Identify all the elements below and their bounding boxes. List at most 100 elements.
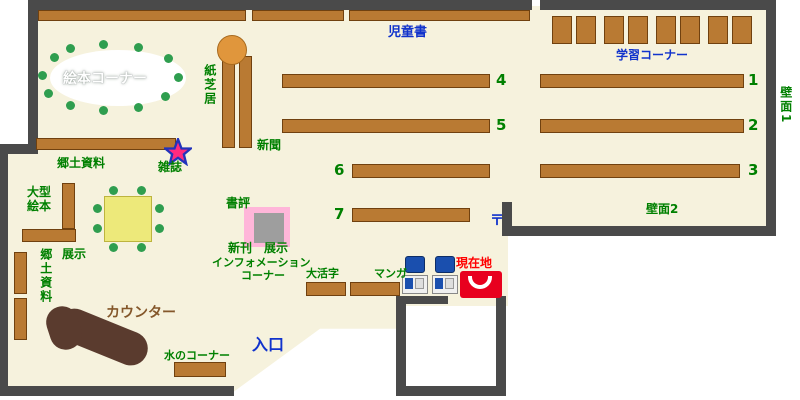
chair-dot — [137, 186, 146, 195]
chair-dot — [99, 106, 108, 115]
label-exhibit: 展示 — [62, 247, 87, 261]
bookshelf-top-3 — [349, 10, 530, 21]
water-corner-shelf — [174, 362, 226, 377]
opac-screen — [405, 256, 425, 273]
bookshelf-6 — [352, 164, 490, 178]
shelf-number-1: 1 — [748, 71, 759, 89]
kamishibai-shelf-1 — [222, 56, 235, 148]
label-book-review: 書評 — [226, 196, 251, 210]
local-materials-shelf-1 — [14, 252, 27, 294]
shelf-number-6: 6 — [334, 161, 345, 179]
chair-dot — [174, 73, 183, 82]
chair-dot — [155, 224, 164, 233]
wall-bottom-left — [0, 386, 234, 396]
opac-body — [402, 275, 428, 294]
wall-stair-left — [396, 300, 406, 396]
chair-dot — [66, 44, 75, 53]
study-desk — [576, 16, 596, 44]
label-local-materials-left: 郷土資料 — [38, 248, 53, 304]
study-desk — [604, 16, 624, 44]
manga-shelf — [350, 282, 400, 296]
opac-body — [432, 275, 458, 294]
chair-dot — [137, 243, 146, 252]
label-information-line1: インフォメーション — [212, 256, 311, 269]
wall-stair-right — [496, 296, 506, 396]
study-desk — [628, 16, 648, 44]
chair-dot — [109, 243, 118, 252]
wall-left-lower — [0, 144, 8, 396]
study-desk — [552, 16, 572, 44]
shelf-number-5: 5 — [496, 116, 507, 134]
shelf-number-4: 4 — [496, 71, 507, 89]
label-wall2: 壁面2 — [646, 202, 679, 216]
chair-dot — [38, 71, 47, 80]
wall-stair-bottom — [396, 386, 506, 396]
bookshelf-4 — [282, 74, 490, 88]
chair-dot — [50, 53, 59, 62]
current-location-marker — [460, 271, 502, 298]
chair-dot — [134, 103, 143, 112]
label-picture-book-corner: 絵本コーナー — [63, 71, 147, 87]
large-picture-book-shelf-vertical — [62, 183, 75, 229]
wall-hekimen2 — [506, 226, 774, 236]
label-kamishibai: 紙芝居 — [202, 64, 217, 106]
label-information-line2: コーナー — [241, 269, 285, 282]
label-manga: マンガ — [374, 267, 407, 280]
shelf-number-7: 7 — [334, 205, 345, 223]
bookshelf-1 — [540, 74, 744, 88]
label-children-books: 児童書 — [388, 25, 428, 40]
bookshelf-5 — [282, 119, 490, 133]
local-materials-shelf-2 — [14, 298, 27, 340]
label-local-materials-top: 郷土資料 — [57, 156, 106, 170]
label-study-corner: 学習コーナー — [616, 48, 689, 62]
wall-left-upper — [28, 0, 38, 150]
opac-screen — [435, 256, 455, 273]
label-counter: カウンター — [106, 305, 176, 321]
opac-terminal — [432, 256, 458, 296]
chair-dot — [164, 54, 173, 63]
bookshelf-3 — [540, 164, 740, 178]
chair-dot — [66, 101, 75, 110]
label-water-corner: 水のコーナー — [164, 349, 230, 362]
picture-book-shelf — [36, 138, 176, 150]
chair-dot — [155, 204, 164, 213]
study-desk — [680, 16, 700, 44]
wall-left-step — [0, 144, 38, 154]
bookshelf-2 — [540, 119, 744, 133]
bookshelf-top-1 — [38, 10, 246, 21]
wall-top-left — [30, 0, 532, 10]
display-case — [254, 213, 284, 243]
large-picture-book-shelf-horizontal — [22, 229, 76, 242]
chair-dot — [161, 92, 170, 101]
chair-dot — [109, 186, 118, 195]
wall-right — [766, 6, 776, 236]
study-desk — [708, 16, 728, 44]
large-print-shelf — [306, 282, 346, 296]
label-magazines: 雑誌 — [158, 160, 183, 174]
label-entrance: 入口 — [252, 335, 285, 354]
magazine-star-marker — [164, 138, 192, 166]
study-desk — [656, 16, 676, 44]
chair-dot — [44, 89, 53, 98]
label-wall1: 壁面1 — [778, 86, 793, 125]
post-symbol: 〒 — [490, 213, 504, 229]
label-new-books-exhibit: 新刊 展示 — [228, 241, 289, 255]
opac-terminal — [402, 256, 428, 296]
kamishibai-shelf-2 — [239, 56, 252, 148]
label-large-print: 大活字 — [306, 267, 339, 280]
chair-dot — [93, 204, 102, 213]
label-newspaper: 新聞 — [257, 138, 282, 152]
current-location-arc — [468, 276, 492, 289]
bookshelf-top-2 — [252, 10, 344, 21]
study-desk — [732, 16, 752, 44]
chair-dot — [93, 224, 102, 233]
bookshelf-7 — [352, 208, 470, 222]
square-table — [104, 196, 152, 242]
wall-post-pillar — [502, 202, 512, 236]
label-large-picture-books: 大型絵本 — [27, 185, 52, 213]
chair-dot — [134, 43, 143, 52]
wall-top-right — [540, 0, 776, 10]
wall-stair-top — [396, 296, 448, 304]
shelf-number-3: 3 — [748, 161, 759, 179]
